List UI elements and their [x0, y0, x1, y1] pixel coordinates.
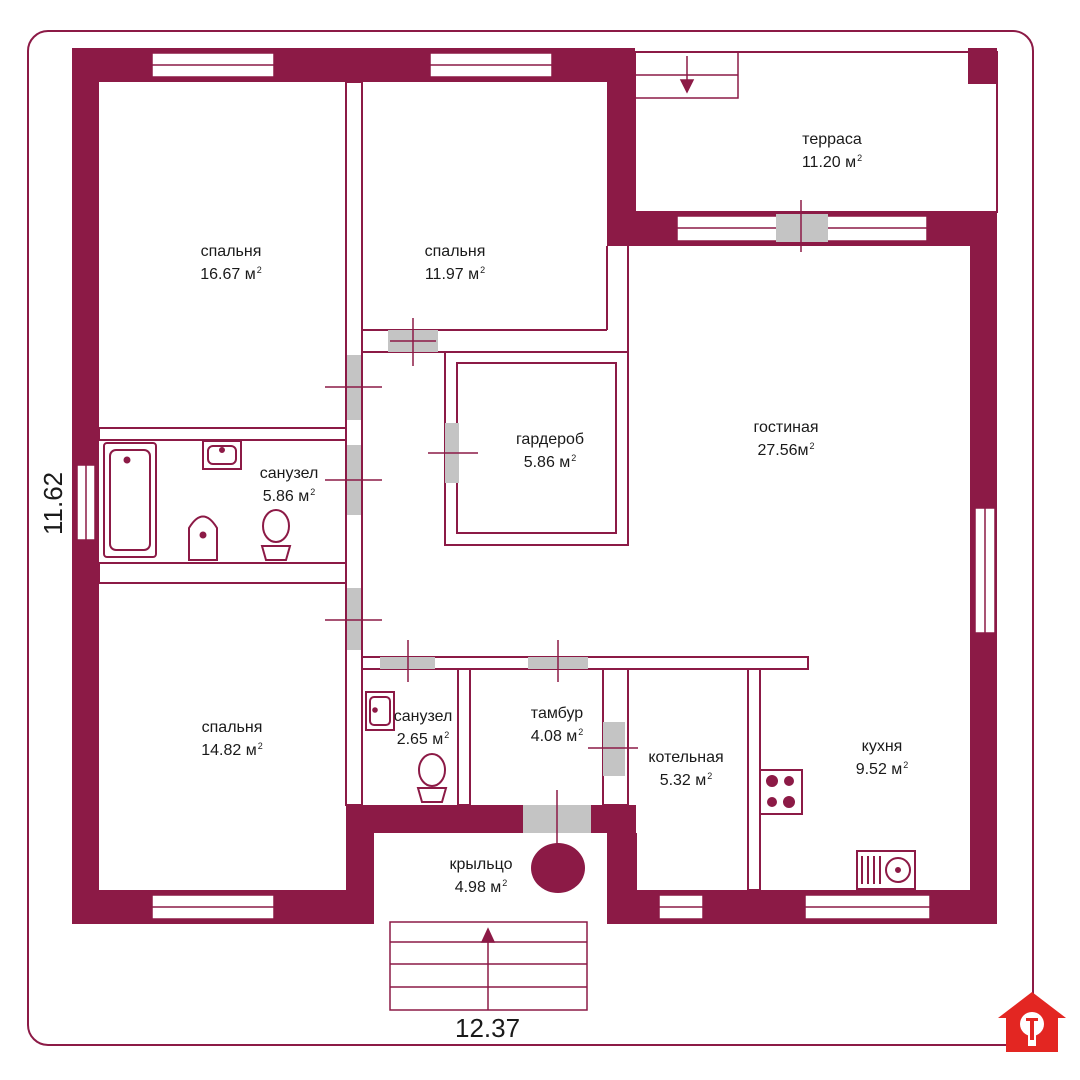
- room-area: 2.65 м2: [396, 730, 450, 748]
- porch-table: [531, 843, 585, 893]
- room-label-porch: крыльцо 4.98 м2: [450, 855, 513, 897]
- room-label-vestibule: тамбур 4.08 м2: [531, 704, 584, 746]
- sink-icon: [202, 440, 242, 470]
- bidet-icon: [188, 515, 218, 561]
- room-label-living: гостиная 27.56м2: [753, 418, 818, 460]
- dimension-frame: [27, 30, 1034, 1046]
- room-label-bathroom-left: санузел 5.86 м2: [260, 464, 319, 506]
- room-area: 4.98 м2: [454, 878, 508, 896]
- room-area: 16.67 м2: [200, 265, 262, 283]
- terrace-steps: [634, 51, 739, 99]
- room-name: котельная: [648, 749, 724, 766]
- porch-steps: [389, 921, 588, 1011]
- room-name: гостиная: [753, 419, 819, 436]
- room-label-terrace: терраса 11.20 м2: [802, 130, 862, 172]
- door-markers: [325, 200, 802, 845]
- kitchen-sink-icon: [856, 850, 916, 890]
- room-name: гардероб: [515, 431, 585, 448]
- bathtub-icon: [103, 442, 157, 558]
- room-label-kitchen: кухня 9.52 м2: [856, 737, 909, 779]
- height-dimension: 11.62: [38, 471, 68, 535]
- room-name: терраса: [802, 131, 862, 148]
- room-area: 9.52 м2: [855, 760, 909, 778]
- room-name: кухня: [861, 738, 903, 755]
- room-area: 5.32 м2: [659, 771, 713, 789]
- room-area: 5.86 м2: [262, 487, 316, 505]
- room-label-bedroom-bottom: спальня 14.82 м2: [201, 718, 263, 760]
- stove-icon: [759, 769, 803, 815]
- room-area: 11.20 м2: [801, 153, 863, 171]
- room-label-boiler: котельная 5.32 м2: [648, 748, 723, 790]
- room-name: санузел: [259, 465, 319, 482]
- room-area: 11.97 м2: [424, 265, 486, 283]
- room-area: 5.86 м2: [523, 453, 577, 471]
- room-area: 14.82 м2: [201, 741, 263, 759]
- room-label-bedroom-top-left: спальня 16.67 м2: [200, 242, 262, 284]
- room-label-wardrobe: гардероб 5.86 м2: [516, 430, 584, 472]
- small-toilet-icon: [416, 753, 448, 803]
- room-area: 4.08 м2: [530, 727, 584, 745]
- room-label-bathroom-small: санузел 2.65 м2: [394, 707, 453, 749]
- toilet-icon: [260, 509, 292, 561]
- room-name: спальня: [201, 719, 263, 736]
- windows: [76, 52, 996, 920]
- room-name: спальня: [424, 243, 486, 260]
- room-name: тамбур: [530, 705, 584, 722]
- room-name: спальня: [200, 243, 262, 260]
- small-sink-icon: [365, 691, 395, 731]
- walls: [72, 48, 997, 924]
- house-key-icon: [998, 992, 1066, 1052]
- room-area: 27.56м2: [757, 441, 815, 459]
- room-label-bedroom-top-mid: спальня 11.97 м2: [425, 242, 486, 284]
- room-name: санузел: [393, 708, 453, 725]
- width-dimension: 12.37: [455, 1013, 521, 1043]
- room-name: крыльцо: [449, 856, 513, 873]
